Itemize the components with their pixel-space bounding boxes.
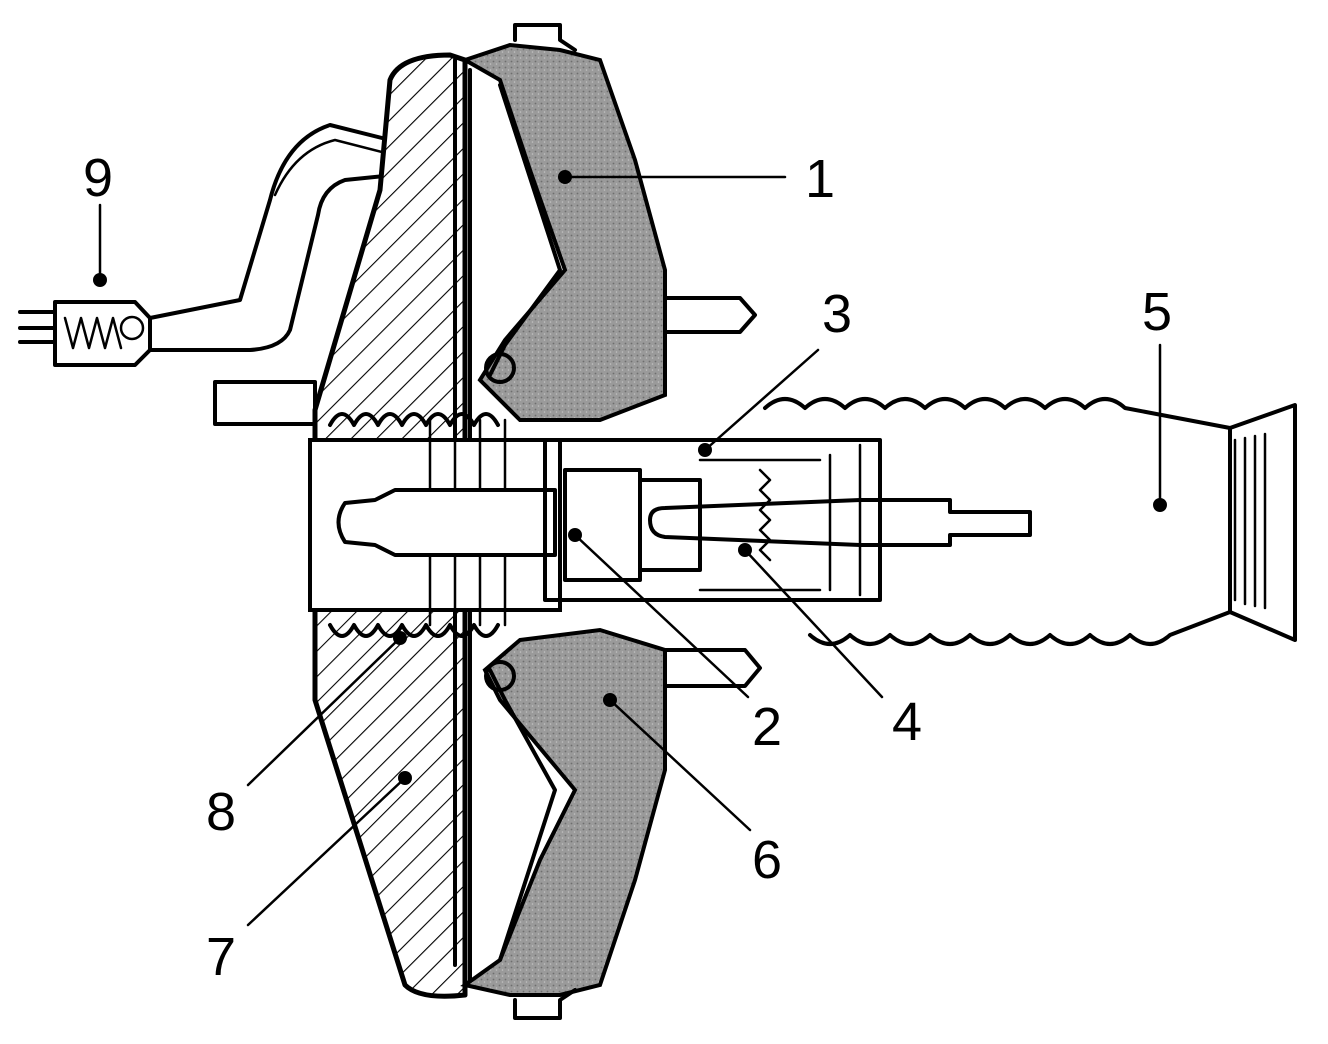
callout-7: 7 [206, 927, 236, 987]
rear-housing-chamber [460, 42, 667, 997]
callout-3: 3 [822, 284, 852, 344]
front-mounting-stud [213, 380, 317, 426]
valve-body [543, 438, 882, 602]
callout-4: 4 [892, 692, 922, 752]
callout-1: 1 [805, 149, 835, 209]
leader-3 [703, 348, 820, 452]
callout-6: 6 [752, 830, 782, 890]
leader-dots [93, 170, 1167, 785]
leader-6 [608, 698, 752, 832]
leader-4 [743, 548, 884, 699]
callout-numbers: 1 2 3 4 5 6 7 8 9 [83, 148, 1172, 987]
housing-flange-bottom [513, 988, 577, 1020]
central-bore [308, 438, 562, 612]
leader-2 [573, 533, 750, 699]
rear-mounting-stud-upper [658, 296, 757, 334]
rear-mounting-stud-lower [653, 648, 762, 688]
leader-lines [98, 175, 1162, 927]
push-rod-rear [648, 443, 1032, 597]
housing-flange-top [513, 23, 577, 52]
rubber-boot [763, 397, 1297, 646]
leader-7 [246, 776, 407, 927]
push-rod-front [336, 488, 557, 557]
callout-2: 2 [752, 697, 782, 757]
callout-8: 8 [206, 782, 236, 842]
leader-8 [246, 636, 402, 787]
callout-5: 5 [1142, 282, 1172, 342]
return-spring [328, 412, 507, 638]
callout-9: 9 [83, 148, 113, 208]
check-valve [18, 300, 152, 367]
vacuum-hose [148, 123, 397, 352]
